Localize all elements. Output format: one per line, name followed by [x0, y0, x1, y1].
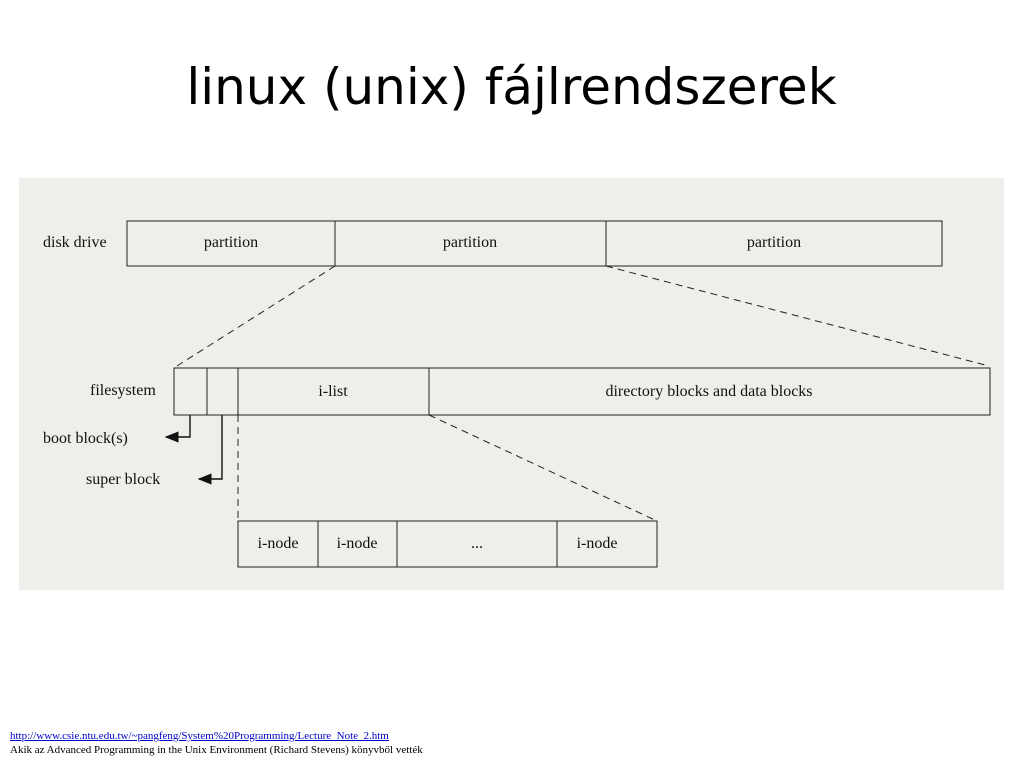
filesystem-diagram: disk drive partition partition partition…: [19, 178, 1004, 590]
source-note: Akik az Advanced Programming in the Unix…: [10, 744, 423, 756]
data-blocks-label: directory blocks and data blocks: [605, 383, 812, 400]
boot-block-arrow: [164, 415, 191, 443]
slide-title: linux (unix) fájlrendszerek: [186, 58, 837, 116]
expansion-line: [605, 265, 990, 367]
inode-label: i-node: [258, 535, 299, 552]
diagram-svg: disk drive partition partition partition…: [43, 220, 991, 568]
expansion-line: [428, 414, 658, 522]
super-block-arrow: [197, 415, 223, 485]
footer: http://www.csie.ntu.edu.tw/~pangfeng/Sys…: [10, 729, 423, 757]
super-block-label: super block: [86, 471, 160, 488]
inode-ellipsis: ...: [471, 535, 483, 552]
partition-label: partition: [204, 234, 258, 251]
partition-label: partition: [443, 234, 497, 251]
source-link[interactable]: http://www.csie.ntu.edu.tw/~pangfeng/Sys…: [10, 730, 389, 742]
disk-drive-box: [126, 220, 943, 267]
expansion-line: [176, 265, 336, 367]
disk-drive-label: disk drive: [43, 234, 107, 251]
inode-label: i-node: [337, 535, 378, 552]
inode-label: i-node: [577, 535, 618, 552]
filesystem-label: filesystem: [90, 382, 156, 399]
ilist-label: i-list: [318, 383, 348, 400]
partition-label: partition: [747, 234, 801, 251]
inode-row-box: [237, 520, 658, 568]
filesystem-box: [173, 367, 991, 416]
boot-block-label: boot block(s): [43, 430, 128, 447]
